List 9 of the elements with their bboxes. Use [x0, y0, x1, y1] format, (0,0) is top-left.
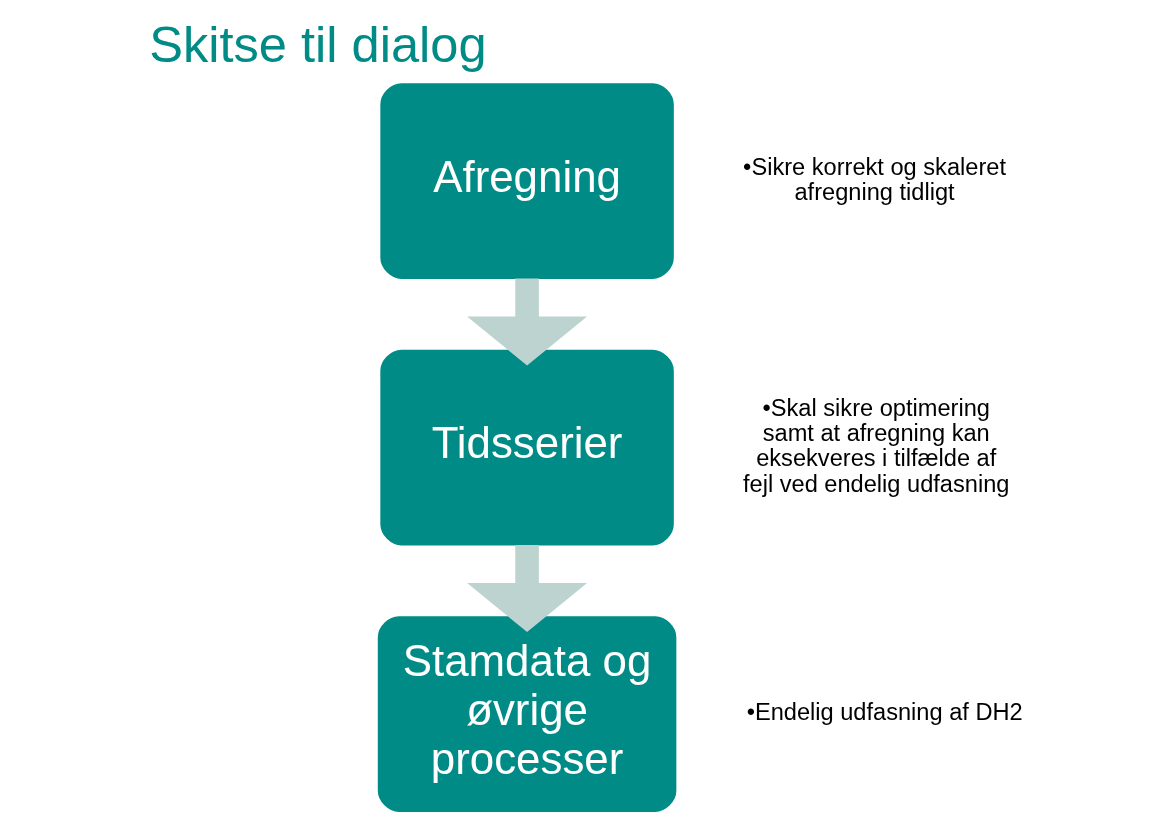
node-label: •Skal sikre optimering samt at afregning kan eksekveres i tilfælde af fejl ved endelig udfasning	[742, 394, 1010, 497]
node-label: •Sikre korrekt og skaleret afregning tidligt	[743, 153, 1006, 205]
arrow	[467, 545, 588, 632]
node-box: Tidsserier	[380, 349, 674, 546]
node-box: Afregning	[380, 83, 674, 279]
node-box: Stamdata og øvrige processer	[377, 616, 677, 812]
arrow	[467, 278, 588, 366]
diagram-title: Skitse til dialog	[149, 16, 487, 74]
node-label: •Endelig udfasning af DH2	[746, 699, 1023, 726]
